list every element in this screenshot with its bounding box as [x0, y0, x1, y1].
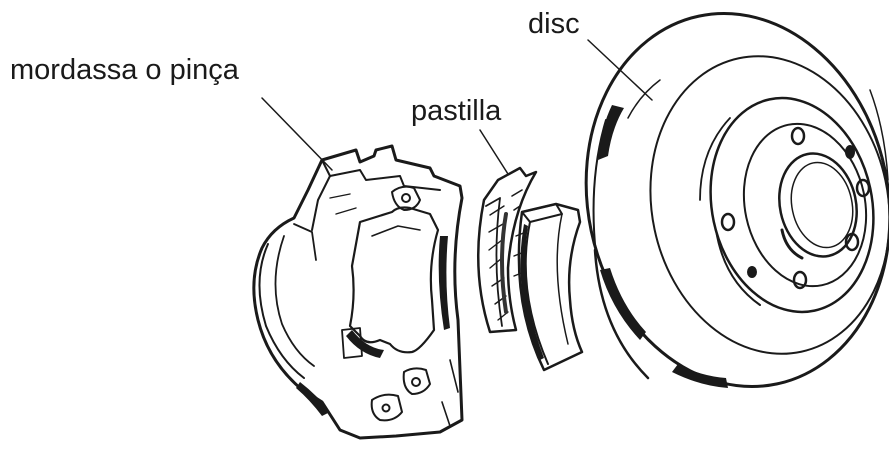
pad-leader-line [480, 130, 508, 174]
pad-label: pastilla [411, 97, 501, 126]
brake-caliper [254, 146, 462, 438]
brake-pad [478, 168, 582, 370]
disc-label: disc [528, 10, 580, 39]
brake-disc [552, 0, 889, 415]
caliper-label: mordassa o pinça [10, 56, 239, 85]
caliper-leader-line [262, 98, 332, 170]
